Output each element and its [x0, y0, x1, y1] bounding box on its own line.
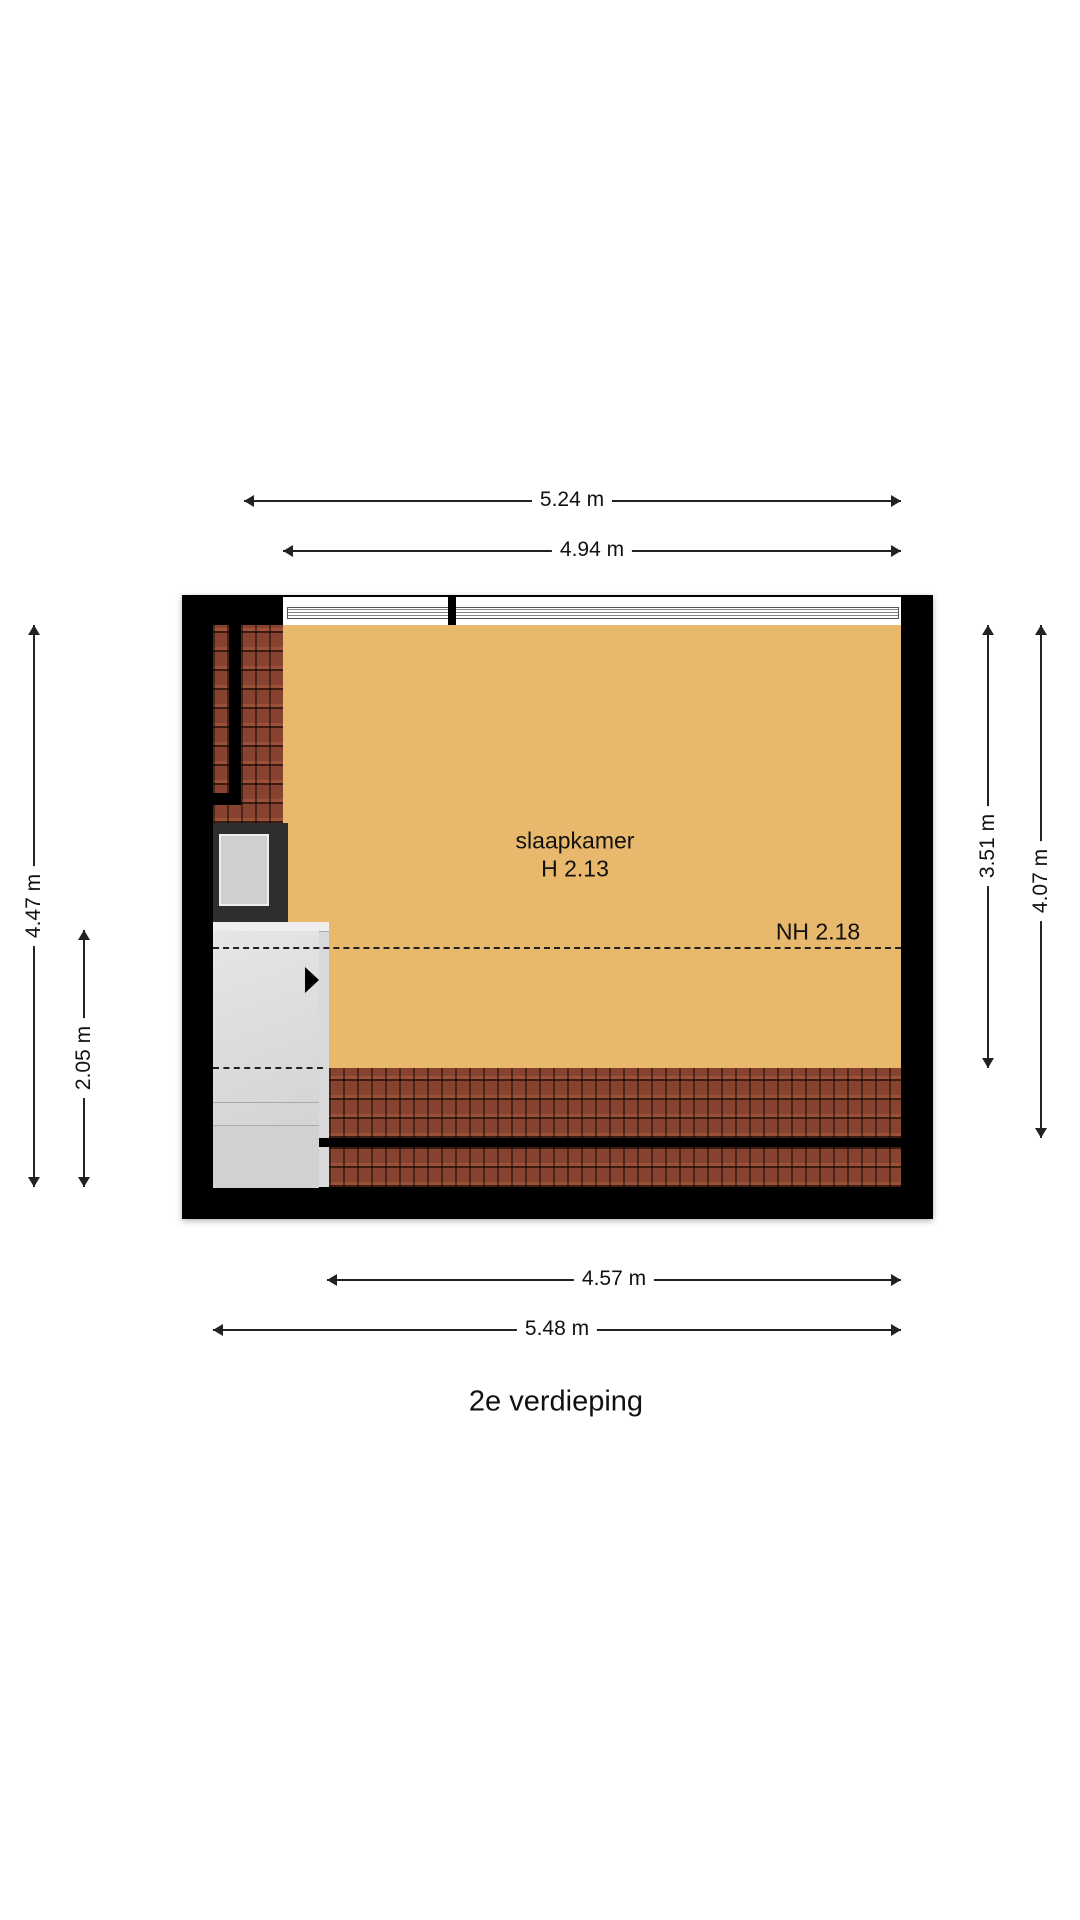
dimension-label: 4.47 m [22, 865, 46, 947]
dimension-label: 4.07 m [1029, 840, 1053, 922]
roof-tiles-bottom-lower [329, 1147, 901, 1187]
dimension-label: 5.48 m [516, 1317, 598, 1341]
dimension-label: 4.94 m [551, 538, 633, 562]
net-height-line [213, 947, 901, 949]
room-name: slaapkamer [515, 827, 635, 854]
room-height: H 2.13 [541, 855, 609, 882]
stair-dashed-line [213, 1067, 323, 1069]
net-height-label: NH 2.18 [775, 918, 861, 945]
inner-wall [213, 793, 241, 805]
stair-direction-arrow-icon [305, 967, 319, 993]
dimension-label: 4.57 m [573, 1267, 655, 1291]
dimension-label: 5.24 m [531, 488, 613, 512]
dimension-label: 2.05 m [72, 1017, 96, 1099]
floor-title: 2e verdieping [468, 1385, 644, 1418]
staircase [213, 922, 329, 1188]
roof-tiles-bottom [329, 1068, 901, 1138]
roof-tiles-left [213, 625, 283, 823]
room-slaapkamer [283, 625, 901, 1068]
inner-wall [229, 625, 241, 805]
inner-wall [319, 1138, 901, 1147]
window-mullion [448, 597, 456, 625]
dimension-label: 3.51 m [976, 805, 1000, 887]
chimney [213, 823, 288, 922]
window [283, 597, 901, 625]
